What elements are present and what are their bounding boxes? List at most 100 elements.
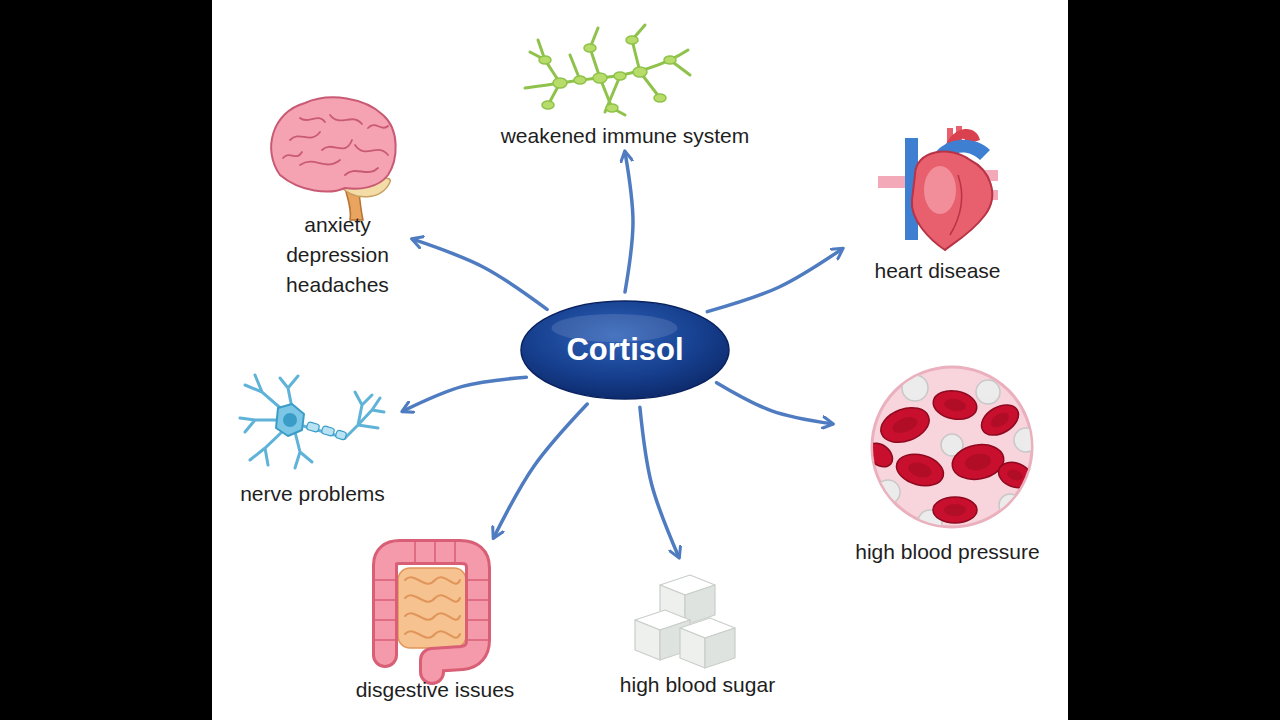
ellipse-shape bbox=[521, 301, 729, 399]
blood-cells-illustration-part bbox=[931, 387, 979, 422]
immune-network-illustration-part bbox=[614, 72, 626, 80]
intestine-illustration-part bbox=[405, 577, 460, 637]
brain-illustration-part bbox=[283, 152, 302, 158]
blood-cells-illustration-part bbox=[876, 480, 900, 504]
immune-network-illustration-part bbox=[632, 25, 645, 72]
canvas-background bbox=[212, 0, 1068, 720]
brain-illustration-part bbox=[300, 118, 325, 122]
effect-label: high blood pressure bbox=[855, 539, 1039, 565]
heart-illustration bbox=[878, 126, 998, 250]
neuron-illustration-part bbox=[280, 376, 298, 408]
sugar-cubes-illustration-part bbox=[680, 628, 705, 668]
brain-illustration-part bbox=[368, 125, 388, 128]
sugar-cubes-illustration-part bbox=[705, 628, 735, 668]
intestine-illustration bbox=[375, 542, 488, 672]
text-group: heart disease bbox=[845, 258, 1030, 284]
immune-network-illustration bbox=[525, 25, 690, 115]
effect-arrow bbox=[640, 407, 679, 557]
blood-cells-illustration-part bbox=[863, 438, 897, 471]
effect-node: heart disease bbox=[845, 125, 1030, 284]
immune-network-illustration-part bbox=[633, 67, 647, 77]
intestine-illustration-part bbox=[375, 580, 395, 640]
brain-illustration-part bbox=[322, 140, 352, 150]
heart-illustration-part bbox=[912, 152, 992, 250]
blood-cells-illustration-part bbox=[890, 397, 1024, 516]
intestine-illustration-part bbox=[405, 631, 460, 637]
brain-illustration-part bbox=[330, 115, 362, 124]
immune-network-illustration-part bbox=[626, 36, 638, 44]
intestine-illustration-part bbox=[468, 580, 488, 640]
intestine-illustration-part bbox=[415, 542, 455, 562]
text-group: weakened immune system bbox=[470, 123, 780, 149]
immune-network-illustration-part bbox=[539, 36, 676, 112]
blood-cells-illustration-part bbox=[944, 504, 966, 516]
effect-arrow bbox=[625, 152, 633, 292]
brain-illustration-part bbox=[355, 145, 388, 155]
blood-cells-illustration-part bbox=[863, 375, 1038, 534]
brain-illustration-part bbox=[271, 97, 396, 191]
neuron-illustration-part bbox=[276, 404, 304, 436]
immune-network-illustration-part bbox=[654, 94, 666, 102]
intestine-illustration-part bbox=[398, 568, 466, 648]
blood-cells-illustration-part bbox=[907, 460, 934, 480]
blood-cells-illustration-part bbox=[872, 367, 1032, 527]
neuron-illustration-part bbox=[335, 430, 347, 440]
immune-network-illustration-part bbox=[553, 78, 567, 88]
blood-cells-illustration-part bbox=[876, 375, 1038, 534]
effect-label: high blood sugar bbox=[620, 672, 775, 698]
immune-network-illustration-part bbox=[605, 76, 620, 112]
effect-arrow bbox=[707, 249, 842, 312]
brain-illustration-part bbox=[290, 132, 320, 140]
blood-cells-illustration-part bbox=[964, 452, 992, 472]
effect-arrow bbox=[403, 377, 526, 411]
blood-cells-illustration-part bbox=[863, 387, 1035, 523]
brain-illustration-part bbox=[283, 115, 388, 175]
blood-cells-illustration-part bbox=[876, 401, 934, 448]
blood-cells-illustration-part bbox=[902, 375, 928, 401]
blood-cells-illustration-part bbox=[943, 397, 967, 413]
sugar-cubes-illustration-part bbox=[635, 620, 660, 660]
neuron-illustration-part bbox=[321, 426, 335, 437]
intestine-illustration-part bbox=[405, 613, 460, 619]
intestine-illustration-part bbox=[385, 552, 478, 672]
text-group: Cortisol bbox=[520, 300, 730, 400]
blood-cells-illustration-part bbox=[1006, 468, 1024, 483]
effect-node: anxiety depression headaches bbox=[265, 100, 410, 300]
effect-node: high blood sugar bbox=[600, 560, 795, 698]
effect-node: high blood pressure bbox=[835, 365, 1060, 565]
blood-cells-illustration-part bbox=[893, 449, 947, 490]
immune-network-illustration-part bbox=[590, 28, 600, 78]
text-group: nerve problems bbox=[225, 481, 400, 507]
blood-cells-illustration-part bbox=[976, 399, 1024, 442]
neuron-illustration-part bbox=[283, 413, 297, 427]
immune-network-illustration-part bbox=[525, 25, 690, 115]
text-group: high blood pressure bbox=[835, 539, 1060, 565]
effect-node: weakened immune system bbox=[470, 15, 780, 149]
blood-cells-illustration-part bbox=[890, 414, 919, 436]
immune-network-illustration-part bbox=[542, 101, 554, 109]
brain-illustration bbox=[271, 97, 396, 220]
sugar-cubes-illustration bbox=[635, 575, 735, 668]
text-group: disgestive issues bbox=[340, 677, 530, 703]
immune-network-illustration-part bbox=[664, 56, 676, 64]
neuron-illustration-part bbox=[240, 418, 280, 432]
blood-cells-illustration-part bbox=[999, 494, 1021, 516]
text-group: high blood sugar bbox=[600, 672, 795, 698]
heart-illustration-part bbox=[924, 166, 956, 214]
neuron-illustration-part bbox=[250, 430, 284, 465]
effect-node: disgestive issues bbox=[340, 540, 530, 703]
immune-network-illustration-part bbox=[584, 44, 596, 52]
blood-cells-illustration-part bbox=[988, 410, 1011, 430]
blood-cells-illustration-part bbox=[995, 458, 1035, 492]
immune-network-illustration-part bbox=[606, 104, 618, 112]
blood-cells-illustration bbox=[863, 367, 1038, 534]
blood-cells-illustration-part bbox=[933, 497, 977, 523]
hormone-ellipse: Cortisol bbox=[520, 300, 730, 400]
neuron-illustration-part bbox=[345, 392, 384, 438]
neuron-illustration-part bbox=[295, 432, 312, 468]
text-group: anxiety depression headaches bbox=[265, 210, 410, 300]
neuron-illustration-part bbox=[306, 422, 347, 441]
intestine-illustration-part bbox=[385, 552, 478, 672]
